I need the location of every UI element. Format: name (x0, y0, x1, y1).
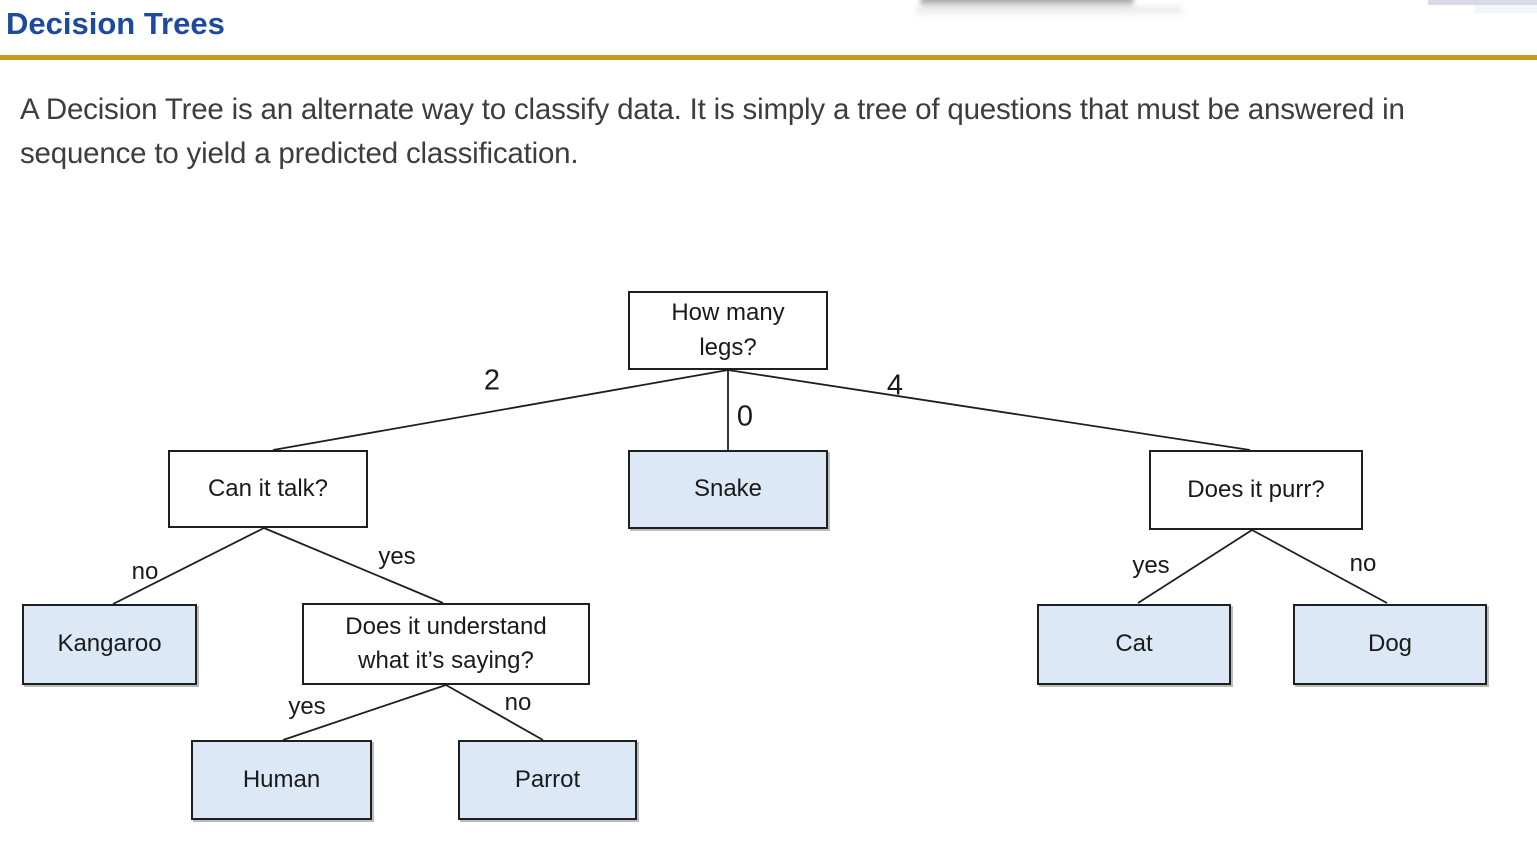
node-label: Human (242, 765, 321, 793)
node-label: Can it talk? (207, 474, 329, 502)
node-dog: Dog (1293, 604, 1487, 685)
node-how-many-legs: How many legs? (628, 291, 828, 370)
node-label: Does it purr? (1187, 475, 1325, 503)
node-does-it-purr: Does it purr? (1149, 450, 1363, 530)
node-label: Parrot (514, 765, 581, 793)
node-label: Kangaroo (57, 630, 162, 658)
edge-label-understand-no: no (504, 689, 532, 716)
edge-root-to-purr (727, 369, 1251, 451)
page-title: Decision Trees (6, 6, 225, 41)
node-label: How many legs? (671, 299, 785, 361)
node-label: Snake (693, 475, 763, 503)
node-human: Human (191, 740, 372, 820)
overlay-shadow (920, 0, 1134, 8)
edge-label-purr-no: no (1349, 550, 1377, 577)
edge-label-purr-yes: yes (1132, 552, 1170, 579)
node-can-it-talk: Can it talk? (168, 450, 368, 528)
edge-talk-to-understand (263, 527, 444, 604)
node-parrot: Parrot (458, 740, 637, 820)
edge-root-to-talk (272, 369, 729, 451)
node-does-it-understand: Does it understand what it’s saying? (302, 603, 590, 685)
edge-talk-to-kangaroo (112, 527, 265, 605)
edge-purr-to-cat (1137, 529, 1253, 604)
title-divider (0, 55, 1537, 60)
edge-label-0: 0 (736, 400, 754, 433)
node-label: Cat (1115, 630, 1153, 658)
edge-label-talk-no: no (131, 558, 159, 585)
edge-label-talk-yes: yes (378, 543, 416, 570)
node-cat: Cat (1037, 604, 1231, 685)
top-right-strip-soft (1475, 5, 1537, 13)
edge-label-understand-yes: yes (288, 693, 326, 720)
edge-understand-to-parrot (445, 684, 544, 741)
edge-understand-to-human (282, 684, 447, 741)
intro-text: A Decision Tree is an alternate way to c… (20, 93, 1405, 171)
edge-purr-to-dog (1251, 529, 1388, 604)
top-right-strip (1428, 0, 1537, 5)
overlay-shadow-soft (915, 6, 1183, 14)
node-label: Does it understand what it’s saying? (345, 612, 547, 674)
edge-label-2: 2 (483, 364, 501, 397)
edge-label-4: 4 (886, 369, 904, 402)
node-snake: Snake (628, 450, 828, 529)
node-kangaroo: Kangaroo (22, 604, 197, 685)
node-label: Dog (1367, 630, 1413, 658)
